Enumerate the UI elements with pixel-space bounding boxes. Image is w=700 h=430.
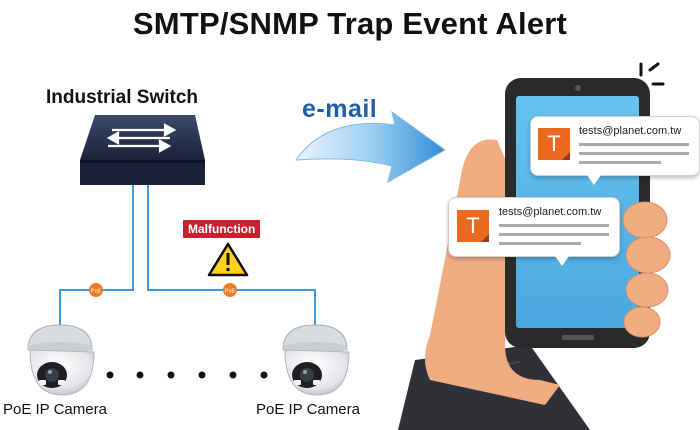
notification-email: tests@planet.com.tw	[579, 125, 682, 137]
email-arrow-icon	[295, 110, 446, 184]
page-title: SMTP/SNMP Trap Event Alert	[132, 6, 568, 41]
switch-label: Industrial Switch	[46, 87, 199, 108]
text-line	[499, 242, 581, 245]
poe-badge-right: PoE	[223, 283, 237, 297]
avatar: T	[457, 210, 489, 242]
network-links	[59, 185, 316, 332]
camera-label-left: PoE IP Camera	[3, 401, 107, 418]
text-line	[579, 143, 689, 146]
avatar: T	[538, 128, 570, 160]
notification-bubble-2: T tests@planet.com.tw	[448, 197, 620, 266]
bubble-tail	[587, 175, 601, 185]
text-line	[579, 161, 661, 164]
switch-arrows-icon	[106, 123, 177, 153]
fingers	[622, 201, 671, 338]
industrial-switch	[80, 115, 205, 185]
text-line	[579, 152, 689, 155]
poe-badge-left: PoE	[89, 283, 103, 297]
ellipsis-dots	[106, 371, 268, 379]
notification-email: tests@planet.com.tw	[499, 206, 602, 218]
warning-triangle-icon	[207, 242, 249, 277]
poe-badge-left-label: PoE	[91, 289, 102, 295]
dome-camera-icon-left	[27, 324, 95, 396]
notification-bubble-1: T tests@planet.com.tw	[530, 116, 700, 185]
dome-camera-icon-right	[282, 324, 350, 396]
malfunction-badge: Malfunction	[183, 220, 261, 238]
text-line	[499, 233, 609, 236]
camera-label-right: PoE IP Camera	[256, 401, 360, 418]
link-to-camera-left	[59, 185, 134, 330]
bubble-tail	[555, 256, 569, 266]
poe-badge-right-label: PoE	[225, 289, 236, 295]
text-line	[499, 224, 609, 227]
email-label: e-mail	[302, 95, 378, 123]
